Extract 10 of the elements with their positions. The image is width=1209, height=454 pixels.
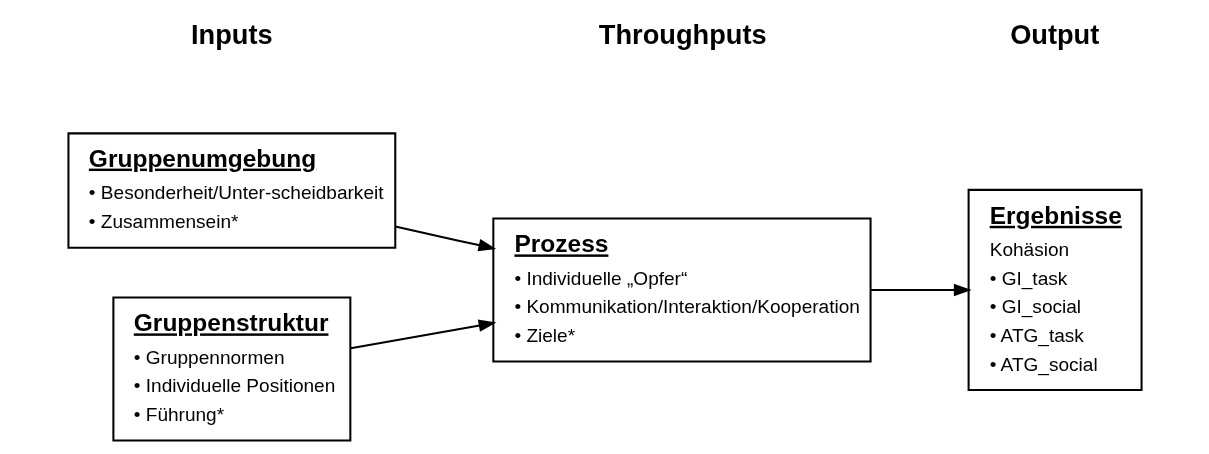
node-box: Prozess • Individuelle „Opfer“ • Kommunikation/Interaktion/Kooperation • Ziele* (491, 217, 872, 363)
node-box: Gruppenumgebung • Besonderheit/Unter-scheidbarkeit • Zusammensein* (66, 132, 396, 249)
arrow (350, 319, 496, 350)
label: Inputs (190, 18, 273, 50)
arrow (870, 283, 972, 297)
label: Throughputs (598, 18, 767, 50)
node-box: Ergebnisse Kohäsion • GI_task • GI_social • ATG_task • ATG_social (967, 188, 1143, 392)
label: Output (1009, 18, 1099, 50)
node-box: Gruppenstruktur • Gruppennormen • Individuelle Positionen • Führung* (111, 296, 351, 442)
arrow (394, 225, 496, 252)
